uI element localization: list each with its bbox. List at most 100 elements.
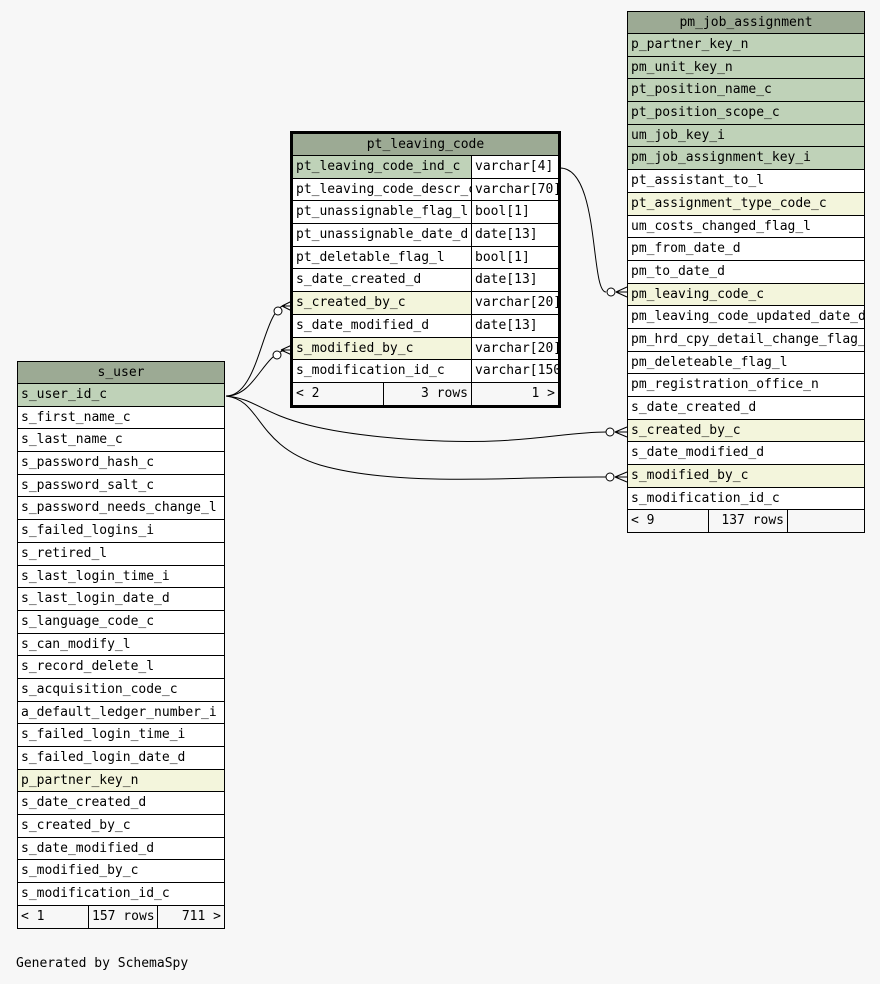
column-type: date[13] <box>471 269 558 292</box>
column-name: s_date_created_d <box>296 272 422 288</box>
column-row[interactable]: s_modified_by_c <box>628 465 864 488</box>
column-name: s_password_hash_c <box>21 455 155 471</box>
column-row[interactable]: s_retired_l <box>18 542 224 566</box>
children-link[interactable]: 711 > <box>157 905 224 928</box>
table-title[interactable]: s_user <box>18 362 224 384</box>
column-name: pt_leaving_code_ind_c <box>296 159 461 174</box>
column-row[interactable]: pt_assignment_type_code_c <box>628 192 864 216</box>
children-link[interactable]: 1 > <box>471 382 558 405</box>
column-row[interactable]: um_job_key_i <box>628 124 864 148</box>
column-type: bool[1] <box>471 246 558 269</box>
column-row[interactable]: pm_registration_office_n <box>628 374 864 397</box>
column-row[interactable]: a_default_ledger_number_i <box>18 701 224 725</box>
column-row[interactable]: s_first_name_c <box>18 406 224 430</box>
edge-end-circle <box>605 427 615 437</box>
edge-user-to-leaving-created-by <box>225 304 286 397</box>
column-type: date[13] <box>471 314 558 337</box>
table-s-user[interactable]: s_user s_user_id_c s_first_name_c s_last_n… <box>17 361 225 929</box>
column-row[interactable]: s_password_needs_change_l <box>18 497 224 521</box>
column-row[interactable]: s_last_login_time_i <box>18 565 224 589</box>
parents-link[interactable]: < 9 <box>631 513 655 529</box>
table-footer: < 1 157 rows 711 > <box>18 905 224 928</box>
column-name: s_last_login_time_i <box>21 568 170 584</box>
column-row[interactable]: pm_from_date_d <box>628 238 864 261</box>
column-name: s_date_modified_d <box>21 840 155 856</box>
column-row[interactable]: pt_position_scope_c <box>628 102 864 125</box>
generator-credit: Generated by SchemaSpy <box>16 956 189 971</box>
column-row[interactable]: s_modified_by_c <box>18 860 224 884</box>
crows-foot <box>614 426 628 438</box>
column-row[interactable]: s_date_created_d <box>628 397 864 420</box>
column-row[interactable]: s_last_name_c <box>18 429 224 453</box>
column-row[interactable]: pm_unit_key_n <box>628 56 864 80</box>
parents-link[interactable]: < 1 <box>21 908 45 924</box>
column-type: varchar[20] <box>471 292 558 314</box>
column-row[interactable]: s_created_by_c <box>18 815 224 838</box>
column-name: s_failed_login_date_d <box>21 750 186 765</box>
crows-foot <box>615 286 628 298</box>
row-count: 137 rows <box>708 510 787 533</box>
column-row[interactable]: s_date_created_d <box>18 792 224 816</box>
column-name: s_password_salt_c <box>21 477 155 493</box>
column-row[interactable]: s_date_modified_d <box>18 837 224 861</box>
column-row[interactable]: s_user_id_c <box>18 384 224 407</box>
column-list: s_user_id_c s_first_name_c s_last_name_c s_… <box>18 384 224 906</box>
table-footer: < 2 3 rows 1 > <box>293 382 558 405</box>
column-row[interactable]: s_language_code_c <box>18 610 224 634</box>
column-name: s_modified_by_c <box>631 468 749 484</box>
column-row[interactable]: p_partner_key_n <box>628 34 864 57</box>
column-name: pt_unassignable_date_d <box>296 227 469 243</box>
column-name: s_modified_by_c <box>296 340 414 356</box>
column-row[interactable]: s_password_salt_c <box>18 474 224 498</box>
column-row[interactable]: s_modification_id_c <box>18 883 224 906</box>
column-row[interactable]: s_can_modify_l <box>18 633 224 657</box>
column-row[interactable]: s_date_modified_d <box>628 442 864 466</box>
column-row[interactable]: pt_position_name_c <box>628 79 864 103</box>
column-row[interactable]: pm_leaving_code_updated_date_d <box>628 306 864 329</box>
column-name: s_last_name_c <box>21 432 123 448</box>
table-title[interactable]: pt_leaving_code <box>293 134 558 156</box>
column-row[interactable]: pm_deleteable_flag_l <box>628 351 864 375</box>
children-link[interactable] <box>787 510 864 533</box>
column-name: s_user_id_c <box>21 387 108 402</box>
column-row[interactable]: pm_job_assignment_key_i <box>628 147 864 171</box>
column-row[interactable]: s_acquisition_code_c <box>18 678 224 702</box>
column-row[interactable]: s_failed_login_date_d <box>18 747 224 770</box>
column-name: pt_assignment_type_code_c <box>631 195 827 211</box>
column-row[interactable]: s_date_created_d date[13] <box>293 269 558 293</box>
column-row[interactable]: s_failed_login_time_i <box>18 724 224 747</box>
column-name: s_record_delete_l <box>21 659 155 675</box>
column-name: s_retired_l <box>21 545 108 561</box>
column-row[interactable]: pm_leaving_code_c <box>628 283 864 307</box>
column-row[interactable]: s_created_by_c <box>628 419 864 443</box>
column-row[interactable]: p_partner_key_n <box>18 769 224 793</box>
column-row[interactable]: s_last_login_date_d <box>18 588 224 611</box>
table-title[interactable]: pm_job_assignment <box>628 12 864 34</box>
column-row[interactable]: s_record_delete_l <box>18 656 224 679</box>
column-row[interactable]: s_password_hash_c <box>18 452 224 475</box>
column-name: pt_unassignable_flag_l <box>296 204 469 220</box>
column-row[interactable]: pm_hrd_cpy_detail_change_flag_l <box>628 328 864 352</box>
column-name: s_date_created_d <box>631 400 757 415</box>
column-row[interactable]: um_costs_changed_flag_l <box>628 215 864 239</box>
column-row[interactable]: s_modification_id_c <box>628 487 864 511</box>
column-name: s_modified_by_c <box>21 863 139 879</box>
column-name: pm_hrd_cpy_detail_change_flag_l <box>631 331 864 347</box>
parents-link[interactable]: < 2 <box>296 385 320 401</box>
edge-end-circle <box>606 287 616 297</box>
column-row[interactable]: s_failed_logins_i <box>18 520 224 543</box>
column-row[interactable]: pt_assistant_to_l <box>628 170 864 193</box>
column-name: pt_position_name_c <box>631 82 772 98</box>
column-row[interactable]: pm_to_date_d <box>628 260 864 284</box>
